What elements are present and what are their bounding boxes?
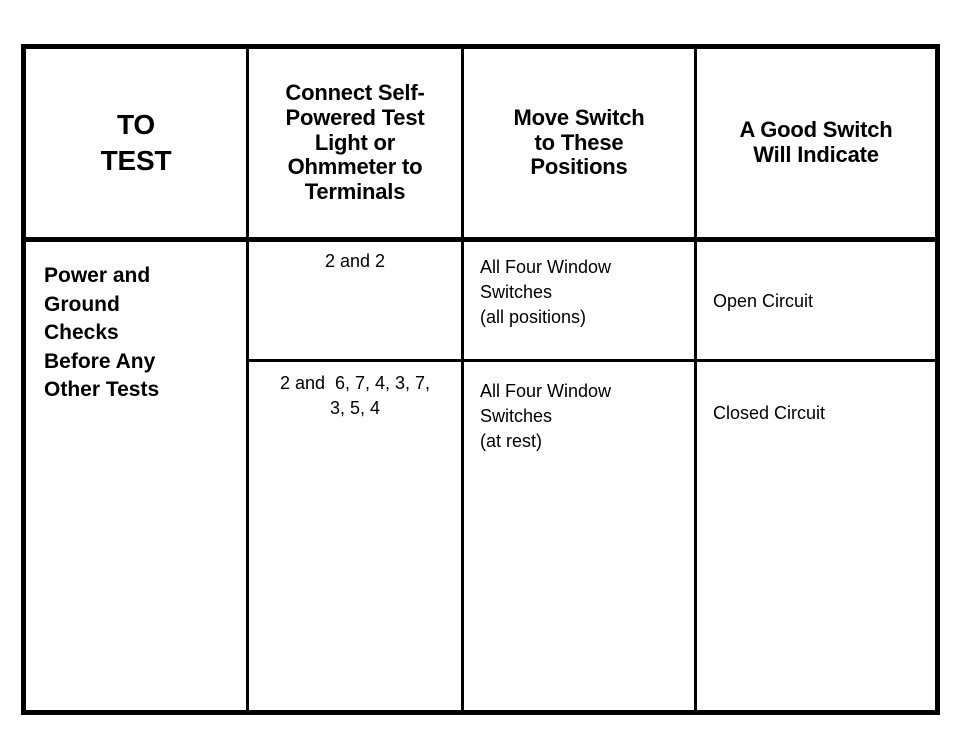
header-line: to These bbox=[534, 129, 624, 155]
header-line: Move Switch bbox=[513, 105, 645, 131]
row-group-label: Power and Ground Checks Before Any Other… bbox=[26, 242, 246, 405]
terminals-value: 2 and 6, 7, 4, 3, 7, bbox=[279, 373, 431, 393]
header-line: Will Indicate bbox=[753, 142, 879, 167]
header-line: Positions bbox=[530, 154, 628, 180]
switch-position-line: (all positions) bbox=[480, 306, 587, 327]
column-divider-3 bbox=[694, 49, 697, 710]
switch-position-line: All Four Window bbox=[480, 381, 612, 401]
header-divider bbox=[26, 237, 935, 242]
header-line: Light or bbox=[314, 129, 396, 155]
switch-position-line: Switches bbox=[480, 405, 553, 426]
result-value: Closed Circuit bbox=[713, 403, 826, 423]
header-line: A Good Switch bbox=[739, 117, 893, 143]
row-group-label-line: Power and bbox=[44, 264, 151, 287]
column-divider-1 bbox=[246, 49, 249, 710]
terminals-value: 3, 5, 4 bbox=[329, 397, 381, 418]
row-group-label-line: Before Any bbox=[44, 349, 156, 373]
table-row: 2 and 6, 7, 4, 3, 7, 3, 5, 4 bbox=[249, 371, 461, 421]
switch-position-line: All Four Window bbox=[480, 257, 612, 277]
table-header-switch-positions: Move Switch to These Positions bbox=[464, 49, 694, 237]
table-row: All Four Window Switches (at rest) bbox=[464, 379, 694, 453]
header-line: Terminals bbox=[304, 178, 406, 204]
row-group-label-line: Other Tests bbox=[44, 378, 160, 402]
table-row: Closed Circuit bbox=[697, 401, 935, 426]
header-line: Connect Self- bbox=[285, 80, 425, 106]
header-line: TO bbox=[117, 109, 155, 141]
table-header-to-test: TO TEST bbox=[26, 49, 246, 237]
table-grid: TO TEST Connect Self- Powered Test Light… bbox=[26, 49, 935, 710]
switch-test-table: TO TEST Connect Self- Powered Test Light… bbox=[21, 44, 940, 715]
table-header-good-switch: A Good Switch Will Indicate bbox=[697, 49, 935, 237]
row-divider-1 bbox=[246, 359, 935, 362]
column-divider-2 bbox=[461, 49, 464, 710]
row-group-label-line: Checks bbox=[44, 321, 119, 345]
row-group-label-line: Ground bbox=[44, 292, 120, 316]
table-row: 2 and 2 bbox=[249, 249, 461, 274]
header-line: Powered Test bbox=[285, 105, 425, 131]
table-row: Open Circuit bbox=[697, 289, 935, 314]
result-value: Open Circuit bbox=[713, 291, 814, 311]
header-line: TEST bbox=[100, 145, 172, 176]
table-row: All Four Window Switches (all positions) bbox=[464, 255, 694, 329]
header-line: Ohmmeter to bbox=[287, 154, 423, 180]
switch-position-line: (at rest) bbox=[480, 430, 543, 451]
table-header-connect-to: Connect Self- Powered Test Light or Ohmm… bbox=[249, 49, 461, 237]
terminals-value: 2 and 2 bbox=[324, 251, 386, 271]
switch-position-line: Switches bbox=[480, 281, 553, 302]
